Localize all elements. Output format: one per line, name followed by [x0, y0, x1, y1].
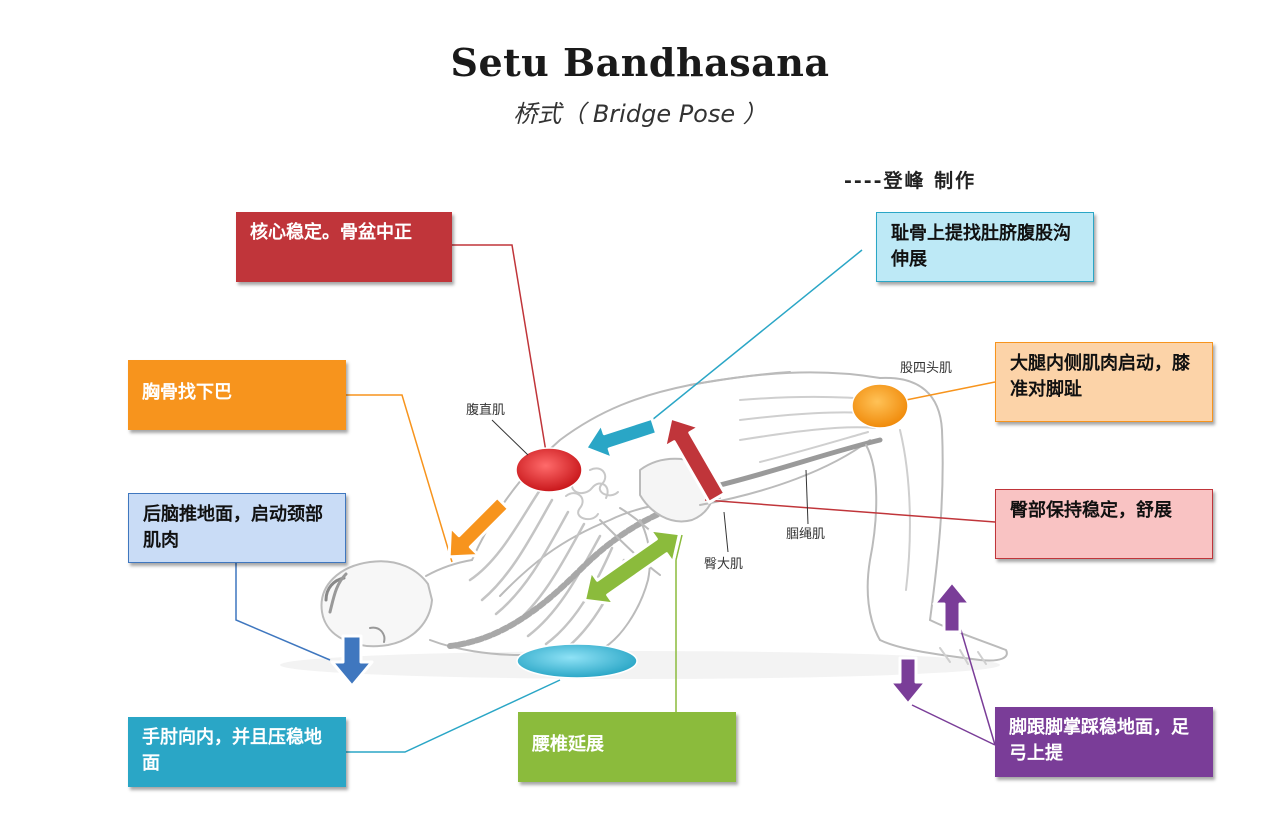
feet-connector-a: [957, 619, 996, 746]
page-subtitle: 桥式（ Bridge Pose ）: [513, 100, 767, 128]
callout-feet: 脚跟脚掌踩稳地面，足弓上提: [995, 707, 1213, 777]
callout-core: 核心稳定。骨盆中正: [236, 212, 452, 282]
quadriceps-marker: [851, 383, 909, 429]
core-connector: [452, 244, 548, 459]
elbow-floor-marker: [516, 643, 638, 679]
label-gluteus-maximus: 臀大肌: [704, 557, 743, 572]
heel-arrow-down-icon: [888, 656, 928, 706]
callout-pubis: 耻骨上提找肚脐腹股沟伸展: [876, 212, 1094, 282]
callout-lumbar: 腰椎延展: [518, 712, 736, 782]
label-hamstrings: 腘绳肌: [786, 527, 825, 542]
author-credit: ----登峰 制作: [844, 170, 977, 192]
feet-connector-b: [911, 704, 996, 746]
sternum-arrow-icon: [447, 495, 511, 559]
arch-arrow-up-icon: [932, 580, 972, 634]
lumbar-double-arrow-icon: [582, 528, 682, 606]
rectus-abdominis-marker: [515, 447, 583, 493]
label-quadriceps: 股四头肌: [900, 361, 952, 376]
pubis-connector: [651, 249, 863, 421]
page-title: Setu Bandhasana: [450, 40, 830, 85]
occiput-connector: [235, 563, 331, 661]
connector-lines: [235, 244, 996, 753]
direction-arrows: [330, 416, 972, 706]
label-rectus-abdominis: 腹直肌: [466, 402, 505, 418]
callout-sternum: 胸骨找下巴: [128, 360, 346, 430]
sternum-connector: [346, 394, 453, 563]
callout-occiput: 后脑推地面，启动颈部肌肉: [128, 493, 346, 563]
occiput-arrow-down-icon: [330, 634, 374, 688]
glutes-connector: [704, 499, 996, 523]
pubis-arrow-up-icon: [663, 416, 727, 504]
callout-inner-thigh: 大腿内侧肌肉启动，膝准对脚趾: [995, 342, 1213, 422]
callout-glutes: 臀部保持稳定，舒展: [995, 489, 1213, 559]
pubis-arrow-left-icon: [584, 416, 659, 460]
callout-elbows: 手肘向内，并且压稳地面: [128, 717, 346, 787]
inner-thigh-connector: [905, 381, 996, 401]
lumbar-connector: [675, 534, 683, 712]
elbows-connector: [346, 679, 561, 753]
anatomy-figure: [280, 371, 1008, 679]
